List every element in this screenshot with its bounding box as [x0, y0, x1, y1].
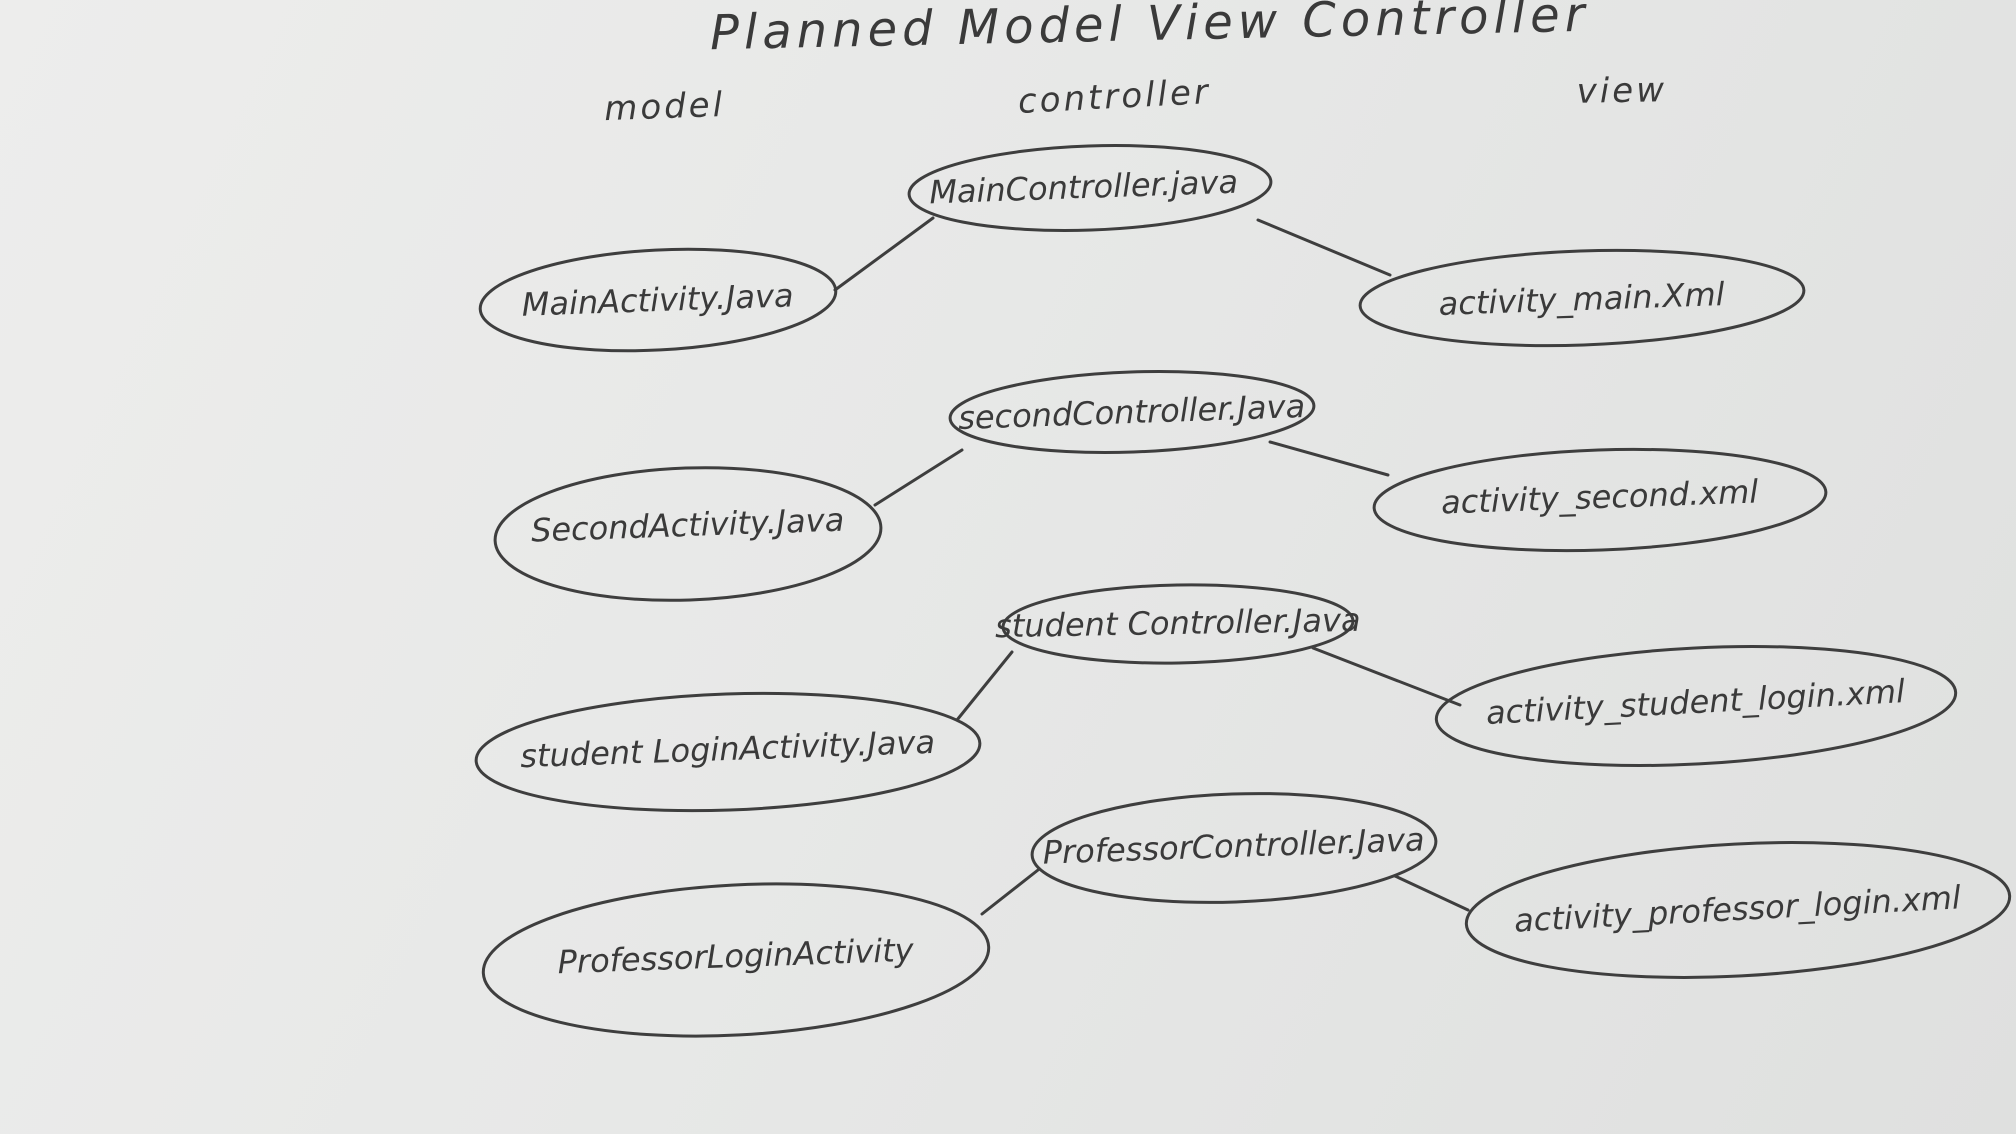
column-header-controller: controller — [1017, 72, 1212, 122]
model-node-label: MainActivity.Java — [521, 276, 794, 323]
model-node-label: ProfessorLoginActivity — [557, 931, 915, 981]
column-header-view: view — [1576, 70, 1667, 112]
model-node — [481, 882, 991, 1038]
view-node-label: activity_professor_login.xml — [1513, 878, 1962, 939]
controller-node-label: MainController.java — [929, 163, 1239, 212]
mvc-row-4: ProfessorController.Java ProfessorLoginA… — [481, 792, 2012, 1038]
connector-line — [1268, 440, 1390, 477]
view-node — [1358, 248, 1806, 348]
controller-node-label: student Controller.Java — [995, 601, 1361, 645]
model-node-label: SecondActivity.Java — [530, 501, 844, 550]
controller-node-label: secondController.Java — [958, 387, 1306, 437]
connector-line — [1393, 874, 1470, 912]
model-node — [474, 691, 982, 813]
model-node — [478, 247, 838, 353]
view-node — [1434, 645, 1958, 767]
mvc-row-1: MainController.java MainActivity.Java ac… — [478, 144, 1806, 353]
controller-node — [1001, 583, 1355, 665]
model-node-label: student LoginActivity.Java — [520, 723, 936, 775]
diagram-title: Planned Model View Controller — [709, 0, 1590, 61]
view-node — [1464, 841, 2012, 979]
connector-line — [1311, 646, 1462, 707]
connector-line — [1256, 218, 1392, 277]
model-node — [493, 466, 883, 602]
view-node — [1372, 447, 1828, 553]
mvc-row-3: student Controller.Java student LoginAct… — [474, 583, 1958, 813]
controller-node — [1030, 792, 1438, 904]
column-header-model: model — [604, 85, 726, 129]
connector-line — [833, 216, 935, 292]
view-node-label: activity_main.Xml — [1438, 275, 1725, 323]
controller-node — [907, 144, 1273, 232]
view-node-label: activity_second.xml — [1440, 472, 1758, 521]
connector-line — [873, 448, 964, 507]
mvc-row-2: secondController.Java SecondActivity.Jav… — [493, 370, 1828, 602]
controller-node-label: ProfessorController.Java — [1042, 820, 1425, 871]
view-node-label: activity_student_login.xml — [1485, 672, 1906, 732]
controller-node — [948, 370, 1316, 454]
connector-line — [955, 650, 1014, 722]
connector-line — [980, 868, 1040, 916]
